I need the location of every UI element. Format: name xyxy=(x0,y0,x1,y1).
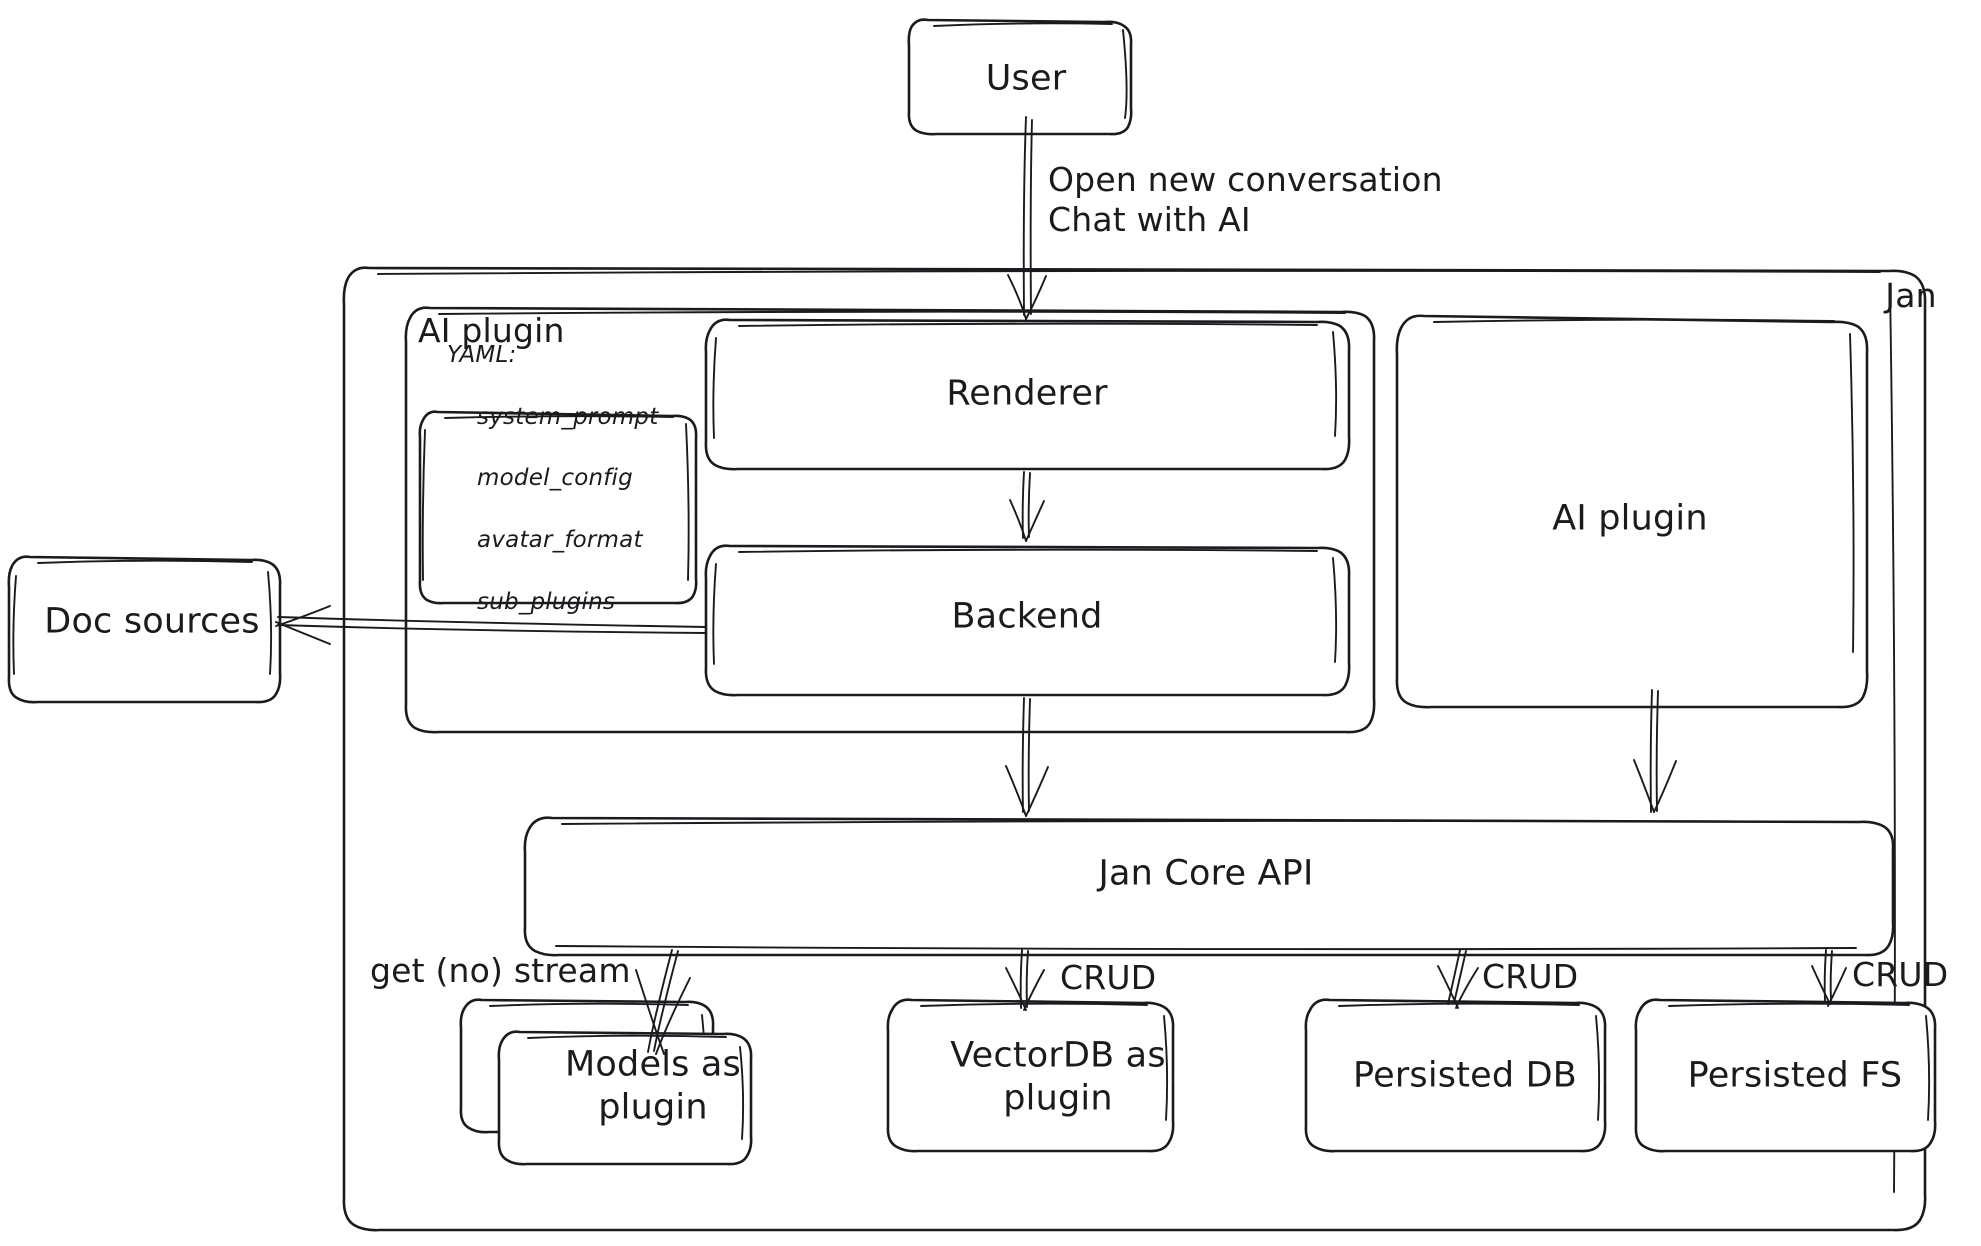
edge-label-core-to-persisted-db: CRUD xyxy=(1482,956,1579,996)
node-persisted-fs-label: Persisted FS xyxy=(1687,1055,1903,1096)
edge-label-user-to-renderer: Open new conversation Chat with AI xyxy=(1048,159,1443,239)
node-backend-label: Backend xyxy=(951,596,1103,637)
edge-backend-to-core-arrow xyxy=(1005,697,1049,817)
node-ai-plugin-right-label: AI plugin xyxy=(1552,498,1708,539)
edge-core-to-persisted-db-arrow xyxy=(1437,949,1479,1009)
edge-label-core-to-models: get (no) stream xyxy=(370,950,631,990)
note-yaml-text: YAML: system_prompt model_config avatar_… xyxy=(447,340,658,648)
edge-label-core-to-persisted-fs: CRUD xyxy=(1852,954,1949,994)
edge-label-core-to-vectordb: CRUD xyxy=(1060,957,1157,997)
edge-renderer-to-backend-arrow xyxy=(1009,471,1045,542)
node-models-plugin-label: Models as plugin xyxy=(565,1044,741,1127)
node-persisted-db-label: Persisted DB xyxy=(1353,1055,1577,1096)
node-jan-core-api-label: Jan Core API xyxy=(1098,853,1314,894)
edge-user-to-renderer-arrow xyxy=(1007,116,1047,320)
note-yaml-heading: YAML: xyxy=(447,341,517,368)
edge-aiplugin-to-core-arrow xyxy=(1633,689,1677,813)
edge-core-to-persisted-fs-arrow xyxy=(1811,949,1847,1007)
node-doc-sources-label: Doc sources xyxy=(44,601,260,642)
node-vectordb-plugin-label: VectorDB as plugin xyxy=(950,1035,1166,1118)
note-yaml-item-0: system_prompt xyxy=(477,403,659,430)
edge-core-to-models-arrow xyxy=(635,949,691,1055)
note-yaml-item-1: model_config xyxy=(477,465,633,492)
node-renderer-label: Renderer xyxy=(946,373,1108,414)
node-user-label: User xyxy=(985,58,1067,99)
container-jan-label: Jan xyxy=(1885,275,1937,315)
edge-core-to-vectordb-arrow xyxy=(1005,949,1045,1011)
note-yaml-item-3: sub_plugins xyxy=(477,588,616,615)
note-yaml-item-2: avatar_format xyxy=(477,526,643,553)
container-ai-plugin-group-label: AI plugin xyxy=(418,310,565,350)
